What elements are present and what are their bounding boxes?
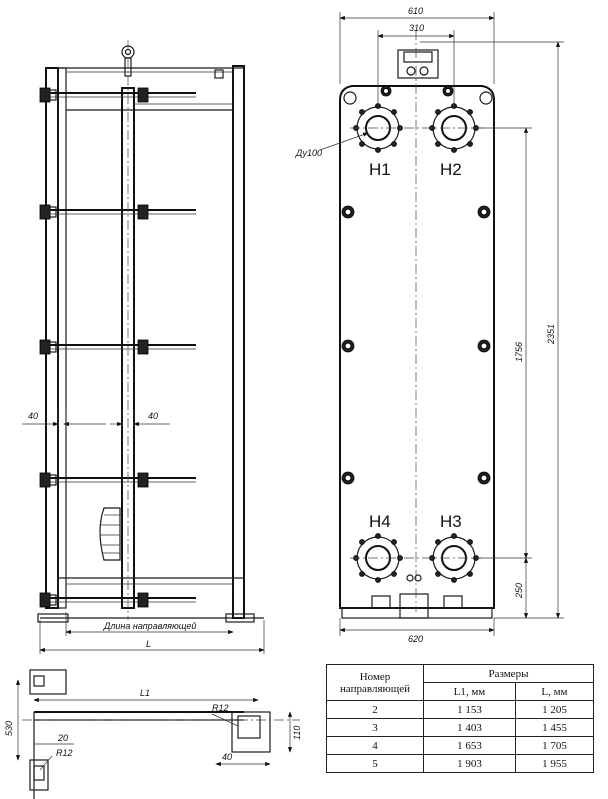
plate-pack <box>99 507 121 561</box>
dim-port-spacing: 310 <box>409 23 424 33</box>
dim-guide-l1: L1 <box>140 688 150 698</box>
dim-bottom-width: 620 <box>408 634 423 644</box>
top-carrying-block <box>397 49 439 79</box>
header-guide-number: Номер направляющей <box>326 664 424 701</box>
side-view: 40 40 Длина направляющей L <box>22 40 265 654</box>
dim-guide-offset-right: 40 <box>148 411 158 421</box>
dim-top-width: 610 <box>408 6 423 16</box>
table-row: 5 1 903 1 955 <box>326 754 595 773</box>
cell-l: 1 455 <box>514 718 595 737</box>
dim-bottom-port: 250 <box>514 583 524 599</box>
tightening-bolts <box>39 87 196 608</box>
dim-port-vertical: 1756 <box>514 342 524 362</box>
guide-size-table: Номер направляющей Размеры L1, мм L, мм … <box>326 664 595 773</box>
table-row: 2 1 153 1 205 <box>326 700 595 719</box>
dim-guide-length: Длина направляющей <box>103 621 196 631</box>
label-h4: H4 <box>369 512 391 531</box>
header-sizes: Размеры <box>423 664 594 683</box>
header-l: L, мм <box>514 682 595 701</box>
label-h2: H2 <box>440 160 462 179</box>
table-row: 4 1 653 1 705 <box>326 736 595 755</box>
cell-l1: 1 653 <box>423 736 516 755</box>
dim-radius-right: R12 <box>212 703 229 713</box>
dim-height-left: 530 <box>4 721 14 736</box>
cell-l1: 1 403 <box>423 718 516 737</box>
header-l1: L1, мм <box>423 682 516 701</box>
cell-l: 1 955 <box>514 754 595 773</box>
fixed-plate <box>45 67 59 609</box>
cell-l1: 1 903 <box>423 754 516 773</box>
dim-height-right: 110 <box>292 726 302 740</box>
cell-number: 5 <box>326 754 424 773</box>
dim-guide-offset-left: 40 <box>28 411 38 421</box>
front-view: H1 H2 H4 H3 Ду100 610 310 620 2351 1756 <box>295 6 564 644</box>
cell-l: 1 705 <box>514 736 595 755</box>
dim-radius-left: R12 <box>56 748 73 758</box>
cell-l1: 1 153 <box>423 700 516 719</box>
support-column <box>232 65 245 619</box>
side-bolts <box>341 85 491 485</box>
label-h1: H1 <box>369 160 391 179</box>
cell-number: 4 <box>326 736 424 755</box>
dim-width-right: 40 <box>222 752 232 762</box>
dim-port-diameter: Ду100 <box>295 148 322 158</box>
table-row: 3 1 403 1 455 <box>326 718 595 737</box>
dim-width-left: 20 <box>57 733 68 743</box>
dim-total-height: 2351 <box>546 324 556 345</box>
label-h3: H3 <box>440 512 462 531</box>
cell-number: 3 <box>326 718 424 737</box>
cell-number: 2 <box>326 700 424 719</box>
cell-l: 1 205 <box>514 700 595 719</box>
dim-total-length: L <box>146 639 151 649</box>
frame-plate-outline <box>339 85 495 609</box>
guide-detail: L1 R12 110 40 530 20 R12 <box>4 669 302 799</box>
